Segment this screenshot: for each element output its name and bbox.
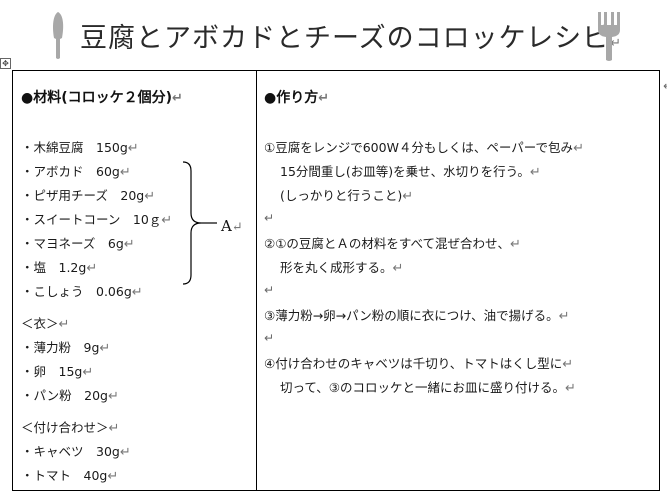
side-heading: ＜付け合わせ＞↵ — [21, 420, 120, 436]
coating-item: ・卵 15g↵ — [21, 364, 94, 380]
method-step-3: ③薄力粉→卵→パン粉の順に衣につけ、油で揚げる。↵ — [264, 308, 570, 324]
method-step-1-cont: (しっかりと行うこと)↵ — [280, 188, 414, 204]
ingredient-item: ・アボカド 60g↵ — [21, 164, 131, 180]
paragraph-mark: ↵ — [264, 211, 275, 225]
coating-item: ・パン粉 20g↵ — [21, 388, 119, 404]
ingredient-item: ・スイートコーン 10ｇ↵ — [21, 212, 173, 228]
group-a-label: A↵ — [221, 217, 243, 235]
page-title: 豆腐とアボカドとチーズのコロッケレシピ↵ — [80, 23, 623, 54]
ingredient-item: ・こしょう 0.06g↵ — [21, 284, 143, 300]
side-item: ・キャベツ 30g↵ — [21, 444, 131, 460]
ingredient-item: ・塩 1.2g↵ — [21, 260, 98, 276]
coating-item: ・薄力粉 9g↵ — [21, 340, 111, 356]
paragraph-mark: ↵ — [264, 331, 275, 345]
fork-icon — [598, 12, 620, 61]
method-step-1-cont: 15分間重し(お皿等)を乗せ、水切りを行う。↵ — [280, 164, 541, 180]
paragraph-mark: ↵ — [264, 283, 275, 297]
ingredient-item: ・マヨネーズ 6g↵ — [21, 236, 135, 252]
row-end-mark: ↵ — [663, 79, 667, 93]
knife-icon — [53, 12, 64, 59]
method-step-4-cont: 切って、③のコロッケと一緒にお皿に盛り付ける。↵ — [280, 380, 576, 396]
recipe-table: ↵ ●材料(コロッケ２個分)↵ ・木綿豆腐 150g↵ ・アボカド 60g↵ ・… — [12, 70, 667, 491]
group-brace — [182, 161, 217, 285]
method-step-2-cont: 形を丸く成形する。↵ — [280, 260, 404, 276]
ingredient-item: ・木綿豆腐 150g↵ — [21, 140, 139, 156]
method-step-4: ④付け合わせのキャベツは千切り、トマトはくし型に↵ — [264, 356, 574, 372]
table-move-handle-icon[interactable]: ✥ — [0, 58, 11, 69]
ingredient-item: ・ピザ用チーズ 20g↵ — [21, 188, 156, 204]
method-step-2: ②①の豆腐とＡの材料をすべて混ぜ合わせ、↵ — [264, 236, 521, 252]
method-heading: ●作り方↵ — [264, 90, 330, 106]
column-divider — [256, 71, 257, 490]
title-row: 豆腐とアボカドとチーズのコロッケレシピ↵ — [0, 0, 667, 70]
method-step-1: ①豆腐をレンジで600W４分もしくは、ペーパーで包み↵ — [264, 140, 584, 156]
side-item: ・トマト 40g↵ — [21, 468, 119, 484]
ingredients-heading: ●材料(コロッケ２個分)↵ — [21, 90, 183, 106]
coating-heading: ＜衣＞↵ — [21, 316, 70, 332]
